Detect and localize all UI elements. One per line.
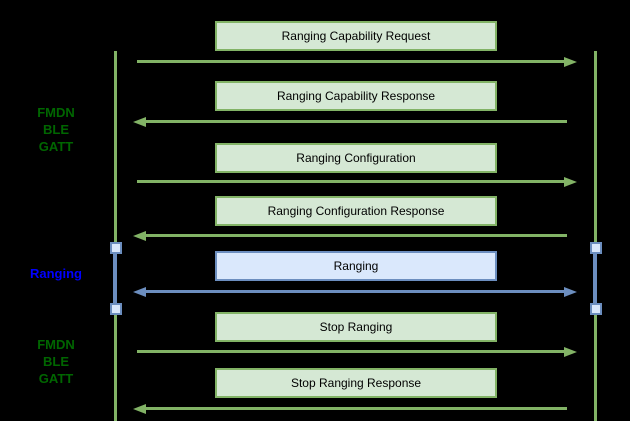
message-box-ranging-capability-request: Ranging Capability Request <box>215 21 497 51</box>
arrow-ranging-configuration <box>137 180 564 183</box>
left-lifeline <box>114 51 117 421</box>
arrow-ranging-configuration-response <box>146 234 567 237</box>
activation-square-right-top <box>590 242 602 254</box>
phase-label-fmdn-ble-gatt-top: FMDN BLE GATT <box>10 104 102 155</box>
message-box-ranging-configuration-response: Ranging Configuration Response <box>215 196 497 226</box>
phase-label-line: GATT <box>38 139 74 154</box>
arrow-head-left-icon <box>133 117 146 127</box>
arrow-ranging <box>146 290 564 293</box>
arrow-ranging-capability-request <box>137 60 564 63</box>
phase-label-ranging: Ranging <box>10 265 102 282</box>
arrow-head-left-icon <box>133 404 146 414</box>
message-box-stop-ranging: Stop Ranging <box>215 312 497 342</box>
message-box-ranging: Ranging <box>215 251 497 281</box>
arrow-head-left-icon <box>133 287 146 297</box>
arrow-head-right-icon <box>564 347 577 357</box>
phase-label-line: FMDN <box>37 337 75 352</box>
left-lifeline-ranging-segment <box>113 247 117 309</box>
phase-label-line: BLE <box>43 122 69 137</box>
phase-label-line: FMDN <box>37 105 75 120</box>
right-lifeline <box>594 51 597 421</box>
arrow-stop-ranging-response <box>146 407 567 410</box>
activation-square-left-top <box>110 242 122 254</box>
message-box-ranging-capability-response: Ranging Capability Response <box>215 81 497 111</box>
phase-label-line: GATT <box>38 371 74 386</box>
message-box-ranging-configuration: Ranging Configuration <box>215 143 497 173</box>
activation-square-right-bottom <box>590 303 602 315</box>
right-lifeline-ranging-segment <box>593 247 597 309</box>
arrow-head-right-icon <box>564 287 577 297</box>
message-box-stop-ranging-response: Stop Ranging Response <box>215 368 497 398</box>
phase-label-line: BLE <box>43 354 69 369</box>
activation-square-left-bottom <box>110 303 122 315</box>
arrow-head-right-icon <box>564 177 577 187</box>
phase-label-fmdn-ble-gatt-bottom: FMDN BLE GATT <box>10 336 102 387</box>
arrow-head-left-icon <box>133 231 146 241</box>
phase-label-line: Ranging <box>30 266 82 281</box>
arrow-head-right-icon <box>564 57 577 67</box>
arrow-stop-ranging <box>137 350 564 353</box>
arrow-ranging-capability-response <box>146 120 567 123</box>
